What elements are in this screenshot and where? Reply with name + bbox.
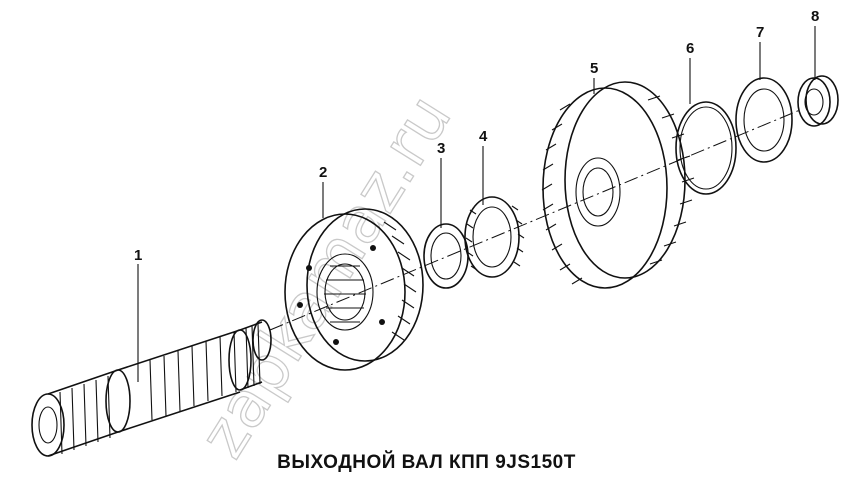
part-7-washer: [735, 77, 793, 163]
part-6-snap-ring: [675, 101, 737, 195]
callout-6: 6: [686, 40, 694, 57]
diagram-title: ВЫХОДНОЙ ВАЛ КПП 9JS150T: [277, 452, 576, 473]
callout-8: 8: [811, 8, 819, 25]
callout-7: 7: [756, 24, 764, 41]
part-1-output-shaft: [31, 319, 272, 457]
callout-4: 4: [479, 128, 488, 145]
part-8-nut: [797, 75, 839, 127]
part-3-thrust-ring: [423, 223, 469, 289]
part-5-gear: [541, 81, 695, 289]
watermark-text: zapkamaz.ru: [186, 83, 467, 471]
callout-5: 5: [590, 60, 598, 77]
leader-lines: [137, 26, 816, 382]
callout-3: 3: [437, 140, 445, 157]
callout-2: 2: [319, 164, 327, 181]
part-2-synchronizer-hub: [284, 208, 424, 371]
part-4-synchronizer-ring: [464, 196, 525, 278]
callout-1: 1: [134, 247, 142, 264]
